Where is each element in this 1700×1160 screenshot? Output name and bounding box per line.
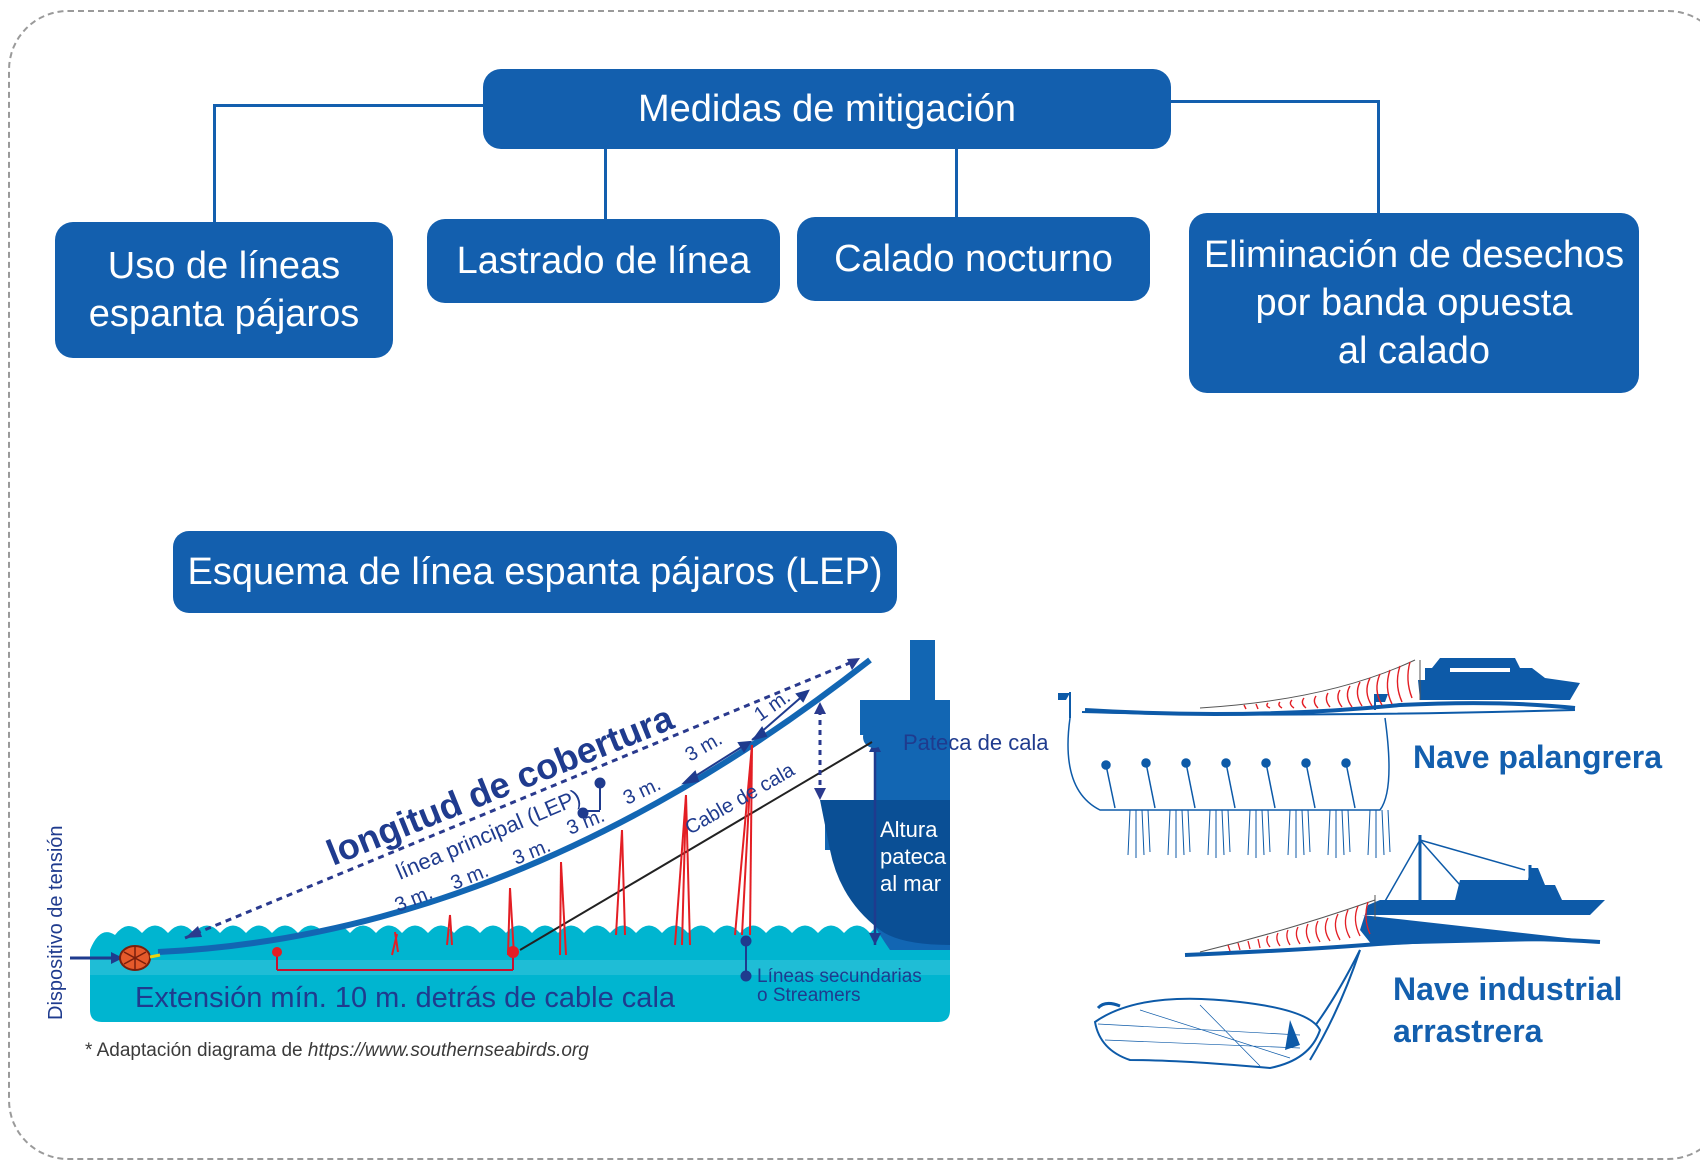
height-label-line: al mar (880, 871, 941, 896)
spacing-label: 3 m. (392, 882, 436, 917)
ship-stern (820, 640, 950, 950)
connector (1170, 100, 1380, 103)
trawler-label-line: arrastrera (1393, 1013, 1543, 1049)
longliner-label: Nave palangrera (1413, 739, 1662, 775)
node-bird-scaring-lines: Uso de líneas espanta pájaros (55, 222, 393, 358)
streamers-label-line: o Streamers (757, 985, 860, 1006)
node-label-line: Uso de líneas (107, 245, 341, 287)
extension-bracket (272, 946, 519, 971)
root-node: Medidas de mitigación (483, 69, 1171, 149)
node-label: Calado nocturno (834, 238, 1113, 280)
connector (1377, 100, 1380, 214)
main-lep-line (157, 657, 872, 955)
node-label-line: por banda opuesta (1255, 282, 1573, 324)
connector (955, 148, 958, 218)
source-note: * Adaptación diagrama de https://www.sou… (85, 1040, 589, 1061)
node-label-line: al calado (1337, 330, 1491, 372)
scheme-title-label: Esquema de línea espanta pájaros (LEP) (187, 551, 883, 593)
height-label-line: Altura (880, 817, 938, 842)
scheme-title: Esquema de línea espanta pájaros (LEP) (173, 531, 897, 613)
coverage-label: longitud de cobertura (321, 696, 680, 873)
node-label-line: Eliminación de desechos (1203, 234, 1625, 276)
tension-device (70, 945, 161, 971)
pateca-ball (863, 726, 885, 748)
coverage-arrow (184, 658, 858, 940)
connector (213, 104, 483, 107)
connector (213, 104, 216, 224)
node-line-weighting: Lastrado de línea (427, 219, 780, 303)
spacing-arrows (681, 689, 810, 785)
cable-line (519, 741, 873, 951)
callout-markers (577, 777, 752, 982)
trawler-label-line: Nave industrial (1393, 971, 1622, 1007)
cable-label: Cable de cala (682, 759, 800, 840)
source-url: https://www.southernseabirds.org (308, 1040, 589, 1061)
source-prefix: * Adaptación diagrama de (85, 1040, 308, 1061)
connector (604, 148, 607, 220)
node-waste-disposal: Eliminación de desechos por banda opuest… (1189, 213, 1639, 393)
tension-label: Dispositivo de tensión (45, 825, 67, 1020)
node-label-line: espanta pájaros (88, 293, 360, 335)
root-node-label: Medidas de mitigación (637, 88, 1017, 130)
extension-label: Extensión mín. 10 m. detrás de cable cal… (135, 982, 676, 1014)
longliner-illustration (1058, 658, 1580, 858)
streamers-label-line: Líneas secundarias (757, 966, 922, 987)
pateca-label: Pateca de cala (903, 730, 1049, 755)
node-night-setting: Calado nocturno (797, 217, 1150, 301)
height-label-line: pateca (880, 844, 947, 869)
trawler-illustration (1093, 835, 1605, 1070)
streamers (391, 744, 753, 956)
node-label: Lastrado de línea (456, 240, 751, 282)
